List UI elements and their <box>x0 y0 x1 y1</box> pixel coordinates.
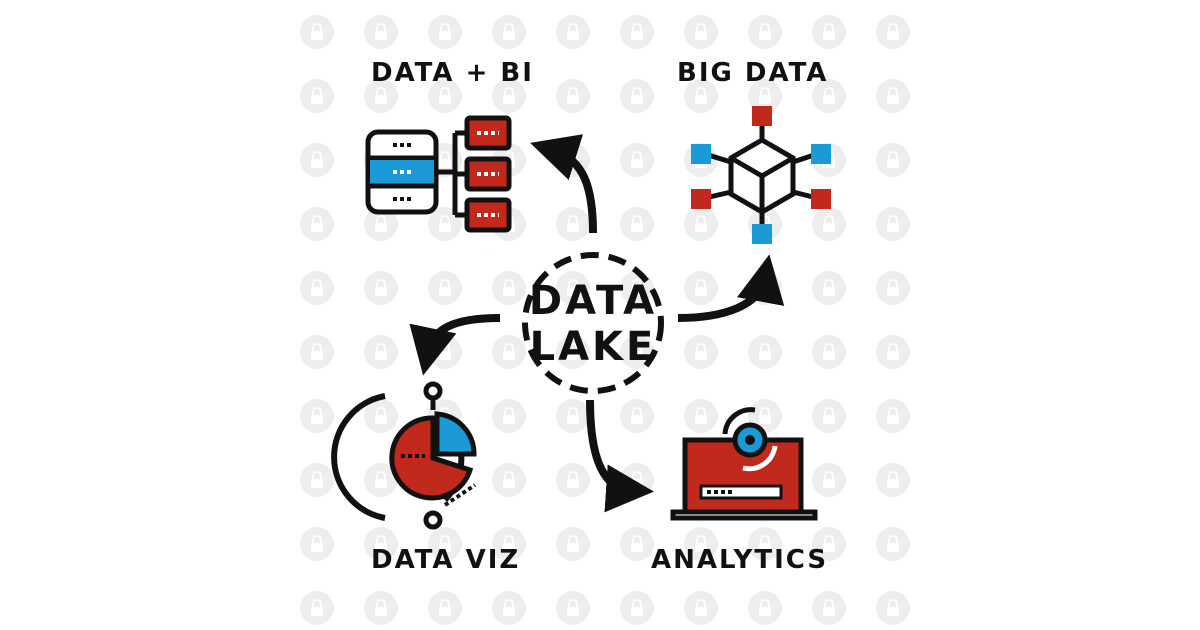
node-label-big-data: BIG DATA <box>677 58 829 88</box>
diagram-canvas: DATA + BI BIG DATA DATA VIZ ANALYTICS DA… <box>285 0 915 630</box>
center-label: DATA LAKE <box>513 278 673 370</box>
node-label-analytics: ANALYTICS <box>651 545 829 575</box>
pie-chart-icon <box>331 381 477 530</box>
arrow-to-data-viz <box>409 314 501 376</box>
arrow-to-big-data <box>677 254 785 322</box>
arrow-to-data-bi <box>530 134 597 234</box>
center-dashed-circle <box>522 252 664 394</box>
center-label-line1: DATA <box>528 278 658 324</box>
laptop-analytics-icon <box>670 407 818 521</box>
diagram-graphics <box>331 106 831 530</box>
database-icon <box>365 129 439 215</box>
network-cube-icon <box>691 106 831 244</box>
arrow-to-analytics <box>586 399 654 513</box>
watermark-pattern <box>285 0 915 630</box>
node-label-data-bi: DATA + BI <box>371 58 534 88</box>
node-label-data-viz: DATA VIZ <box>371 545 521 575</box>
server-rack-icon <box>436 115 512 233</box>
center-label-line2: LAKE <box>529 324 657 370</box>
